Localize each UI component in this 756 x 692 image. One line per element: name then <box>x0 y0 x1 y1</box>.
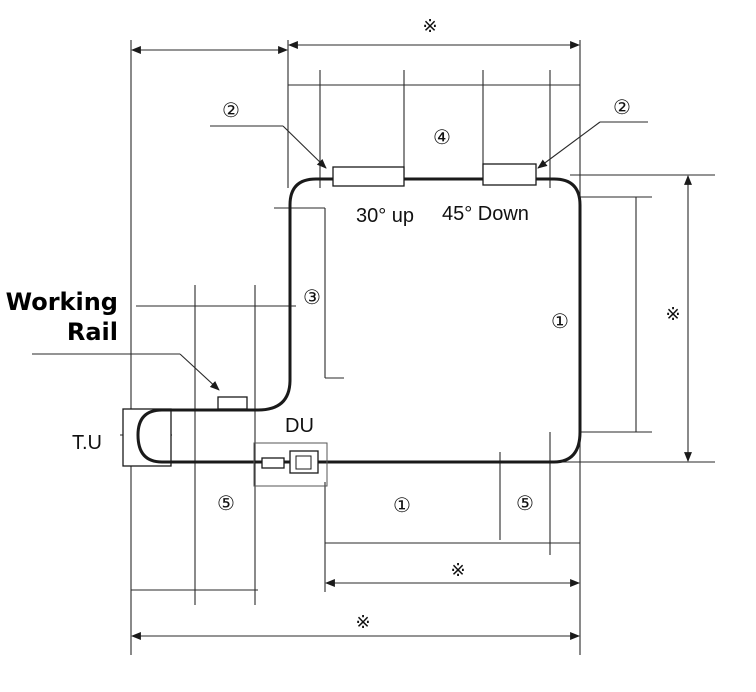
marker-5-left: ⑤ <box>217 491 235 515</box>
du-label: DU <box>285 415 314 437</box>
marker-1-right: ① <box>551 309 569 333</box>
working-rail-label-line1: Working <box>6 288 118 316</box>
rail-loop <box>136 177 582 464</box>
marker-4: ④ <box>433 125 451 149</box>
marker-2-left: ② <box>222 98 240 122</box>
marker-2-right: ② <box>613 95 631 119</box>
ref-mark-bottom: ※ <box>355 612 370 633</box>
working-rail-label-line2: Rail <box>67 318 118 346</box>
rail-45-down <box>482 163 537 186</box>
dimension-lines <box>131 41 692 640</box>
du-box <box>253 442 328 487</box>
angle-down-label: 45° Down <box>442 203 529 225</box>
marker-5-right: ⑤ <box>516 491 534 515</box>
angle-up-label: 30° up <box>356 205 414 227</box>
extension-lines <box>120 40 715 655</box>
ref-mark-lower: ※ <box>450 560 465 581</box>
du-large-unit-inner <box>295 455 312 470</box>
tu-label: T.U <box>72 432 102 454</box>
ref-mark-top: ※ <box>422 16 437 37</box>
marker-1-bottom: ① <box>393 493 411 517</box>
working-rail-box <box>217 396 248 410</box>
ref-mark-right: ※ <box>665 304 680 325</box>
marker-3: ③ <box>303 285 321 309</box>
du-small-unit <box>261 457 285 469</box>
du-large-unit <box>289 450 319 474</box>
rail-30-up <box>332 166 405 187</box>
leader-lines <box>32 121 648 391</box>
